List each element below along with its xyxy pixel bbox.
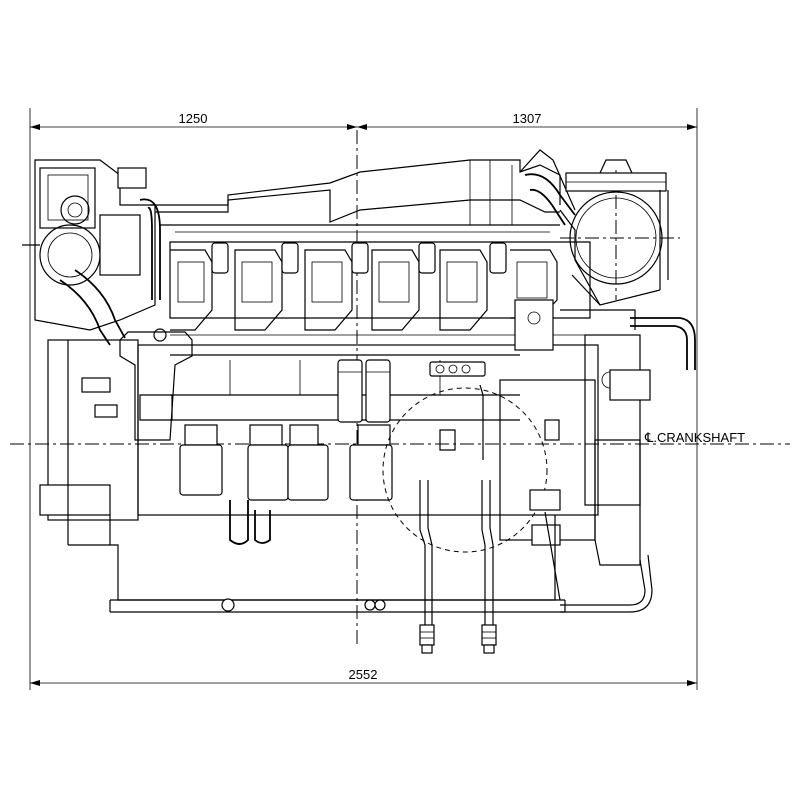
front-water-pump — [22, 159, 161, 346]
fuel-lines — [419, 384, 560, 654]
cylinder-head-2 — [234, 242, 299, 331]
dimension-bottom: 2552 — [30, 667, 697, 686]
cylinder-head-3 — [304, 242, 369, 331]
intake-manifold — [150, 149, 576, 233]
crankshaft-centerline-label: ℄.CRANKSHAFT — [644, 430, 745, 445]
cylinder-head-4 — [371, 242, 436, 331]
oil-filters — [179, 424, 393, 545]
fuel-filters — [337, 359, 486, 423]
cylinder-head-1 — [170, 242, 229, 331]
cylinder-heads — [169, 241, 591, 336]
oil-filler — [119, 328, 193, 441]
flywheel-housing — [382, 299, 651, 566]
centerlines: ℄.CRANKSHAFT — [10, 130, 790, 645]
turbocharger — [524, 159, 669, 306]
dimension-left-span: 1250 — [179, 111, 208, 126]
dimension-overall-length: 2552 — [349, 667, 378, 682]
oil-pan — [109, 511, 566, 613]
cylinder-head-5 — [439, 242, 507, 331]
exhaust-piping-right — [560, 309, 696, 613]
dimension-right-span: 1307 — [513, 111, 542, 126]
front-gear-housing — [39, 339, 139, 546]
dimension-top: 1250 1307 — [29, 108, 698, 690]
